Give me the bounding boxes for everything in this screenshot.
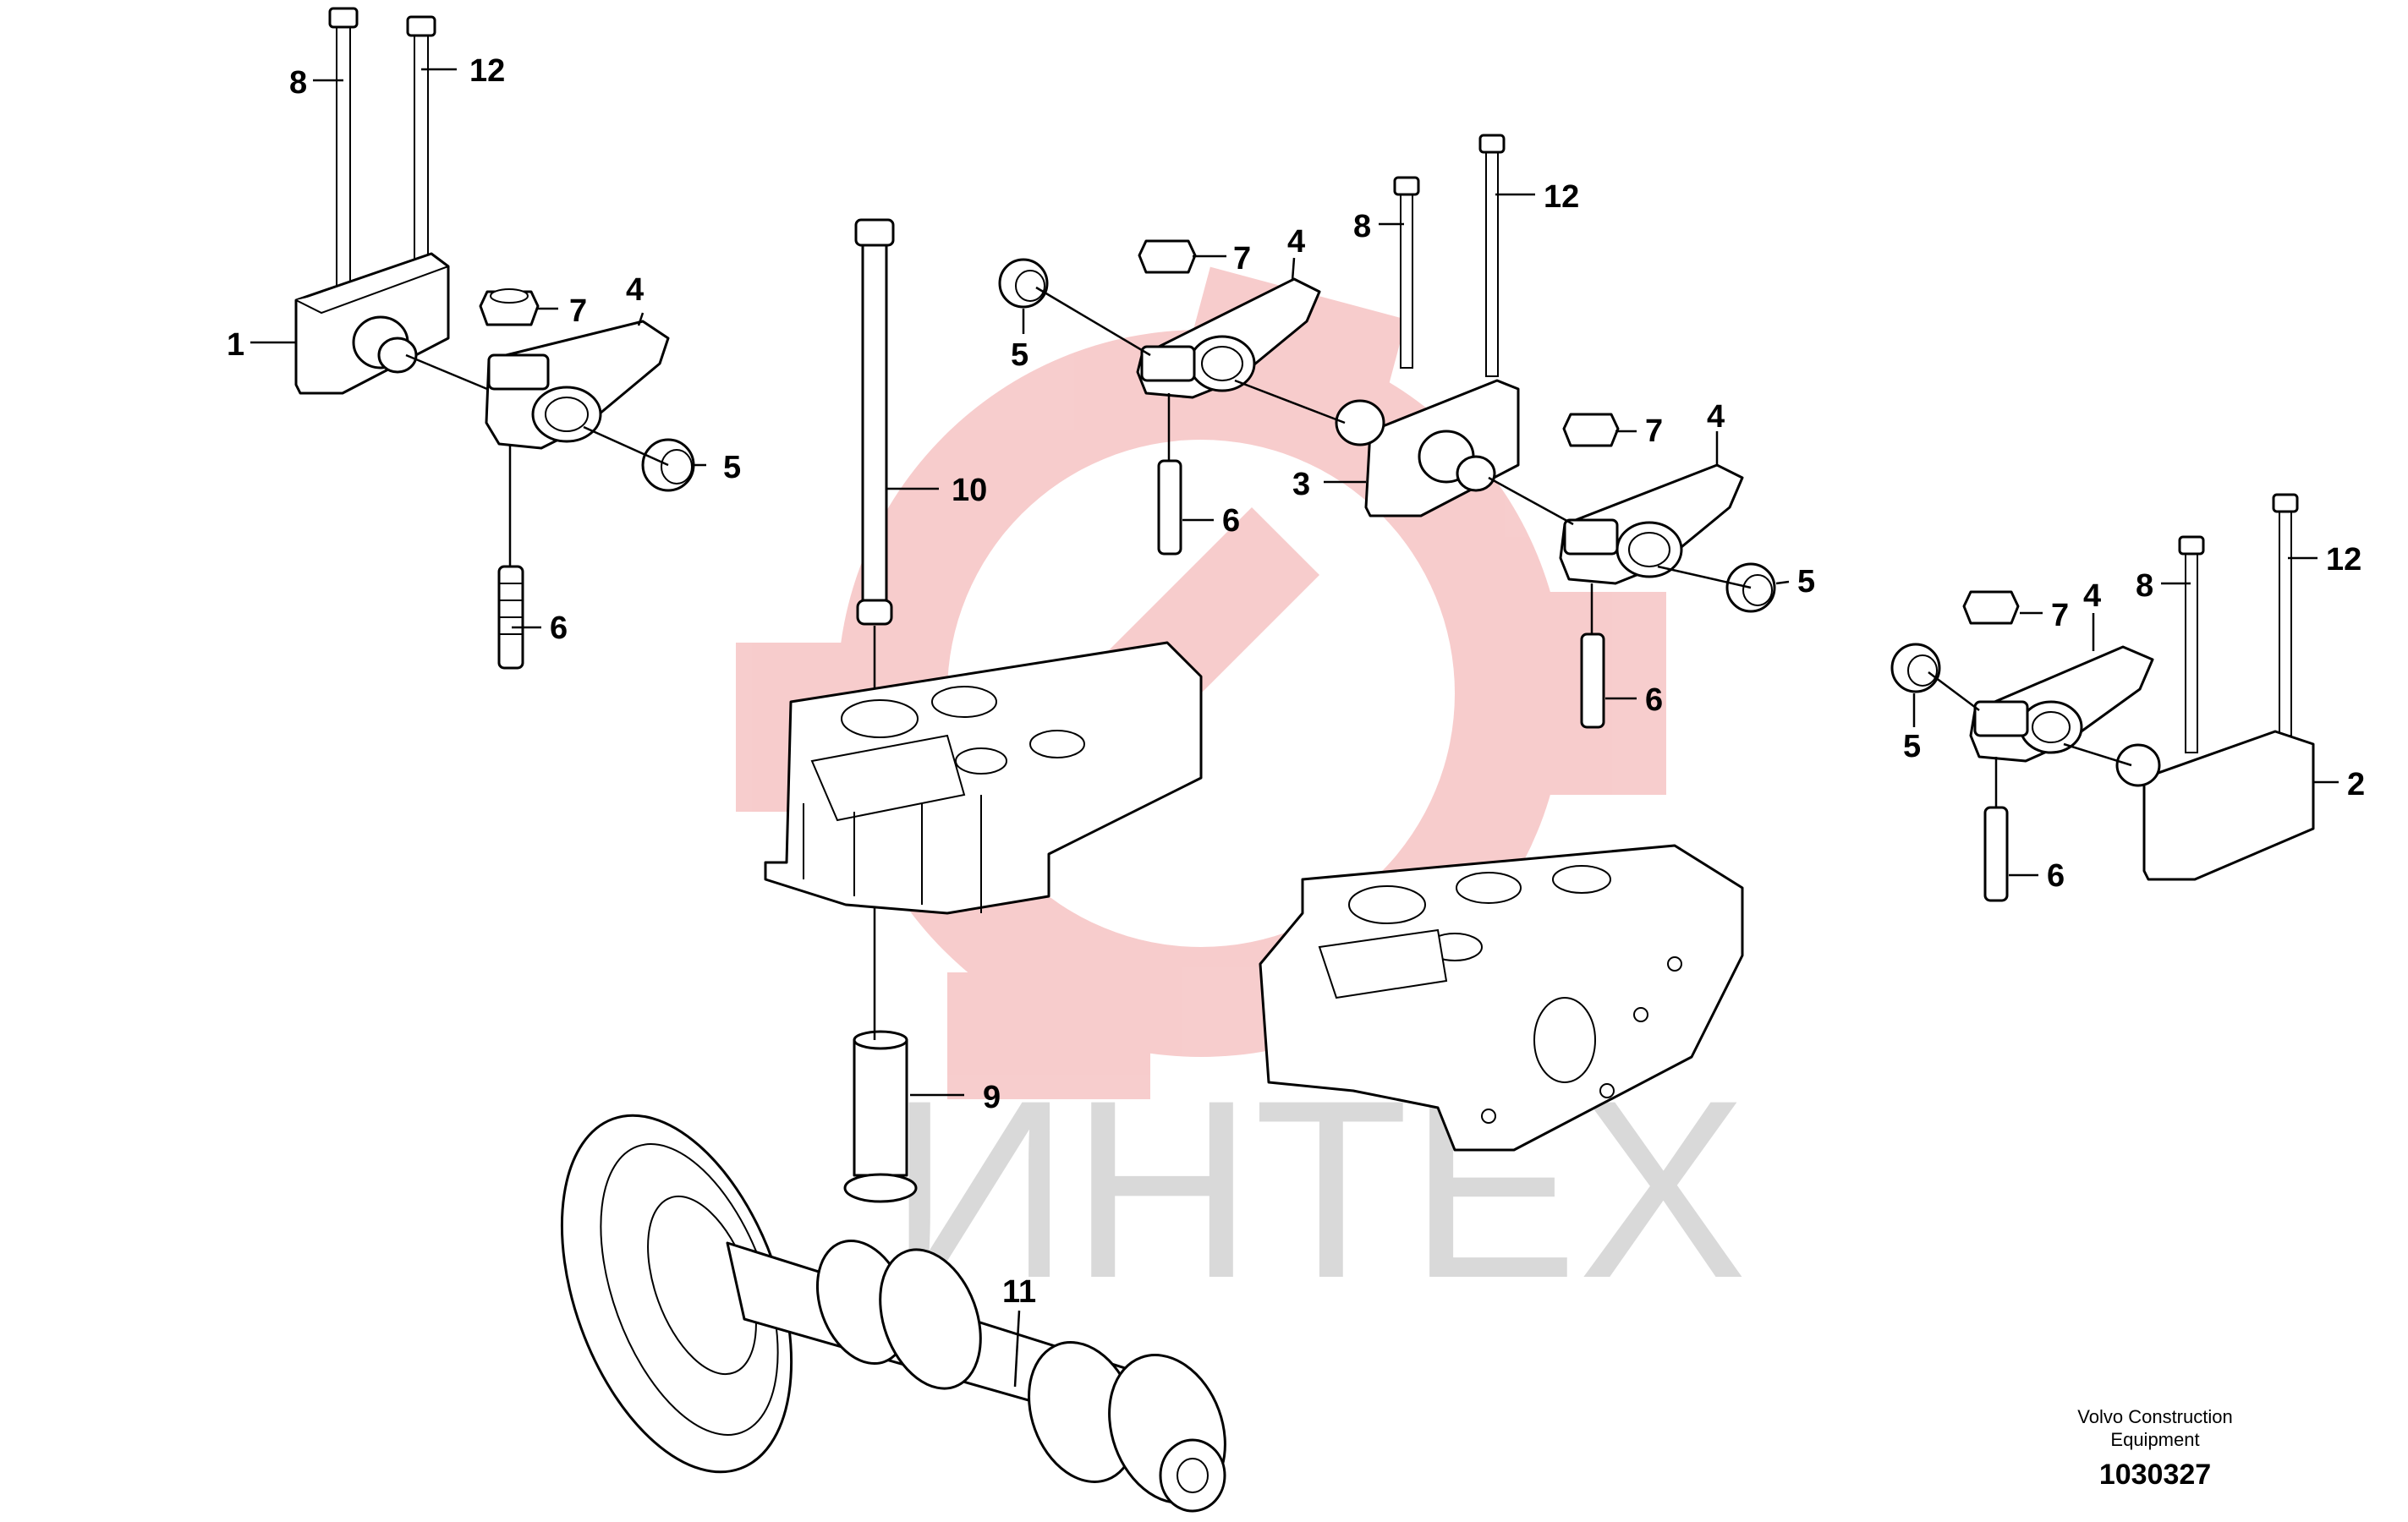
camshaft — [560, 1114, 1226, 1513]
figure-number: 1030327 — [2099, 1459, 2211, 1491]
callout-8-left: 8 — [289, 65, 307, 101]
tappet — [843, 1030, 918, 1203]
callout-6-center-bottom: 6 — [1645, 682, 1663, 718]
callout-5-left: 5 — [723, 450, 741, 485]
company-name-line1: Volvo Construction — [2077, 1406, 2232, 1427]
callout-8-center: 8 — [1353, 209, 1371, 244]
callout-6-right: 6 — [2047, 858, 2065, 894]
callout-labels: 1 2 3 4 4 4 4 5 5 5 5 6 6 6 6 7 7 7 7 8 … — [227, 53, 2365, 1310]
callout-9: 9 — [983, 1080, 1001, 1115]
callout-12-center: 12 — [1544, 179, 1579, 215]
callout-4-center-bottom: 4 — [1707, 399, 1725, 435]
callout-7-right: 7 — [2051, 598, 2069, 633]
callout-11: 11 — [1002, 1274, 1036, 1310]
callout-6-left: 6 — [550, 610, 568, 646]
callout-4-center-top: 4 — [1287, 224, 1305, 260]
callout-4-left: 4 — [626, 272, 644, 308]
leader-lines — [250, 68, 2339, 1388]
callout-12-right: 12 — [2326, 542, 2361, 578]
callout-6-center-top: 6 — [1222, 503, 1240, 539]
callout-4-right: 4 — [2083, 578, 2101, 614]
cylinder-head-right — [1259, 844, 1744, 1152]
company-name-line2: Equipment — [2110, 1429, 2199, 1450]
callout-7-left: 7 — [569, 293, 587, 329]
callout-1: 1 — [227, 327, 244, 363]
cylinder-head-left — [764, 641, 1203, 915]
callout-5-center-top: 5 — [1011, 337, 1028, 373]
rocker-assembly-center — [998, 134, 1776, 729]
callout-12-left: 12 — [469, 53, 505, 89]
push-rod — [854, 218, 895, 1040]
rocker-assembly-right — [1890, 493, 2315, 902]
callout-7-center-top: 7 — [1233, 241, 1251, 276]
footer: Volvo Construction Equipment 1030327 — [2077, 1406, 2232, 1491]
callout-5-center-bottom: 5 — [1797, 564, 1815, 599]
callout-7-center-bottom: 7 — [1645, 413, 1663, 449]
callout-10: 10 — [952, 473, 987, 508]
callout-2: 2 — [2347, 767, 2365, 802]
callout-5-right: 5 — [1903, 729, 1921, 764]
rocker-assembly-left — [294, 7, 695, 670]
callout-3: 3 — [1292, 467, 1310, 502]
callout-8-right: 8 — [2136, 568, 2153, 604]
